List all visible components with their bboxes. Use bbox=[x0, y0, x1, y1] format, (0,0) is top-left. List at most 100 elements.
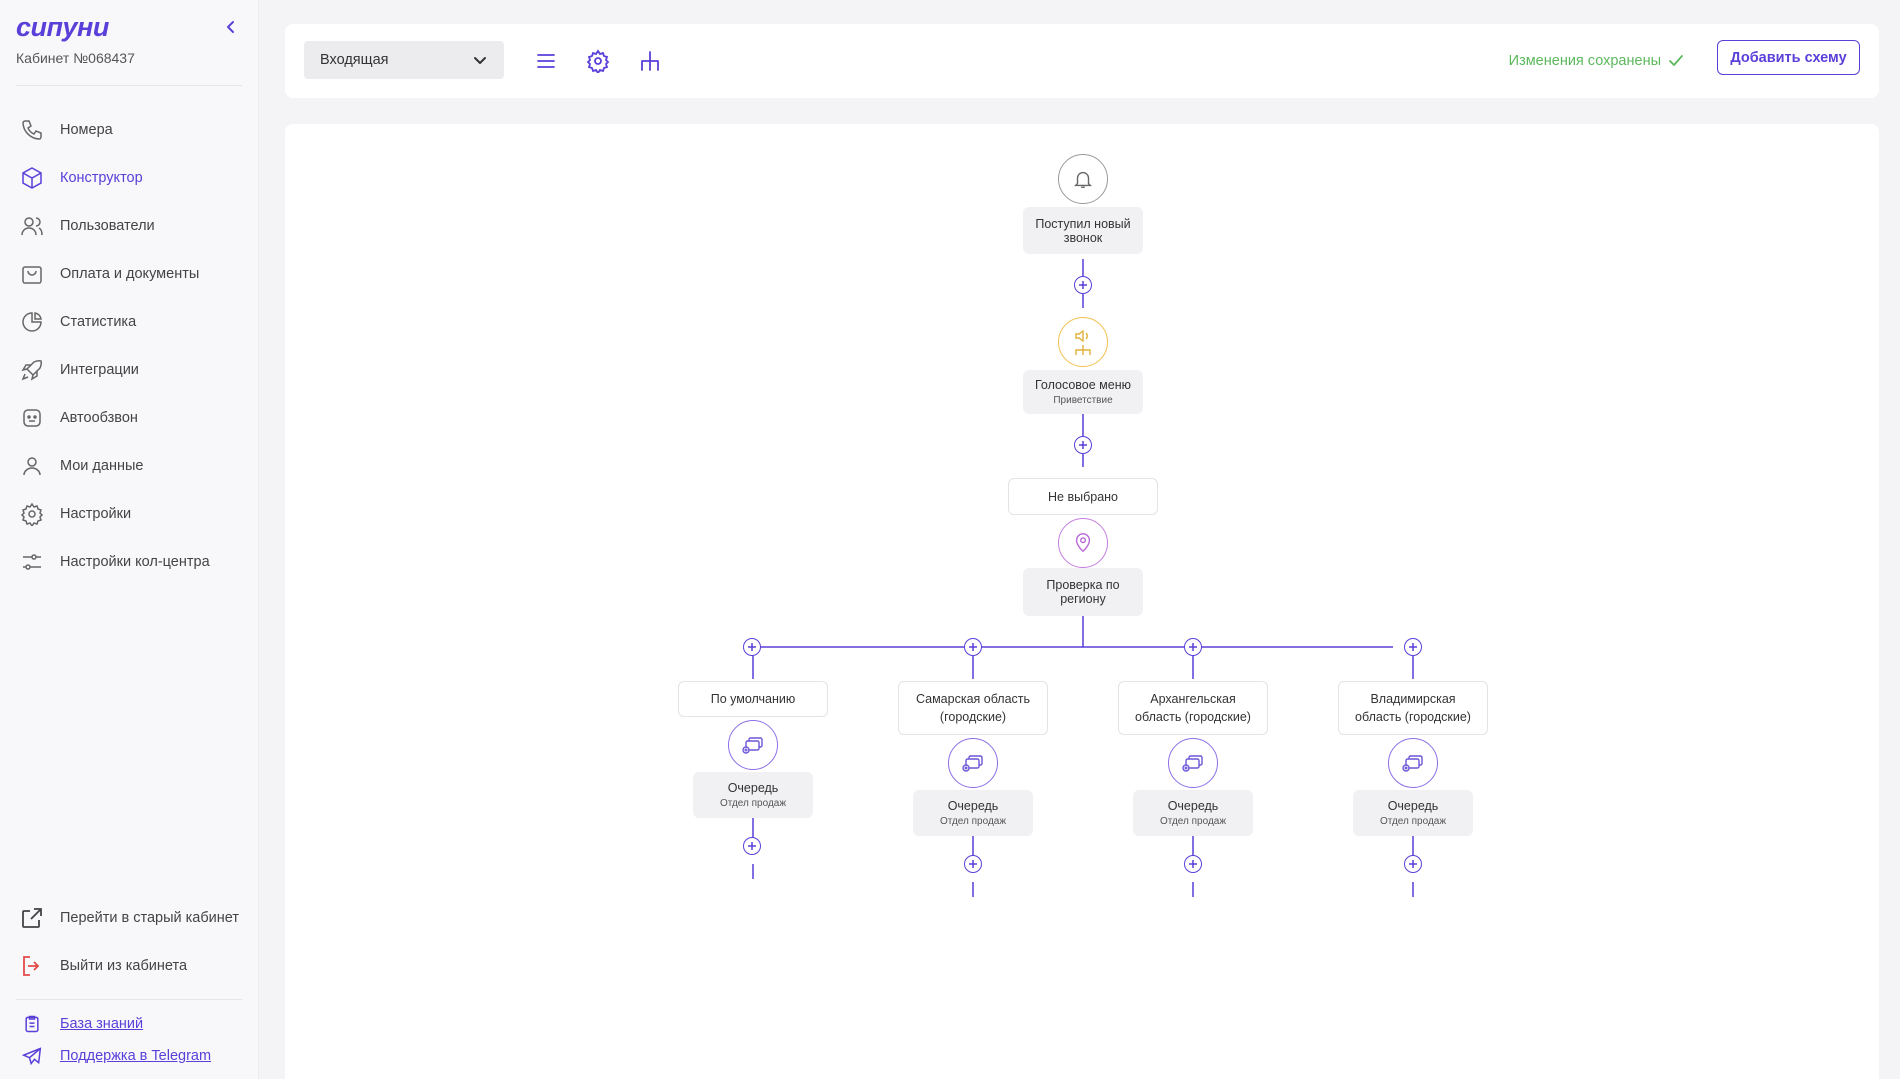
speaker-icon bbox=[1075, 329, 1091, 355]
scheme-select[interactable]: Входящая bbox=[304, 41, 504, 79]
add-node-plus-icon[interactable] bbox=[743, 837, 761, 855]
sidebar-item-label: Автообзвон bbox=[60, 410, 138, 426]
queue-node-title: Очередь bbox=[727, 781, 779, 795]
queue-icon bbox=[742, 737, 763, 754]
branch-label-samara[interactable]: Самарская область (городские) bbox=[898, 681, 1048, 735]
pie-chart-icon bbox=[22, 312, 42, 332]
queue-node-icon[interactable] bbox=[728, 720, 778, 770]
telegram-support-link[interactable]: Поддержка в Telegram bbox=[0, 1042, 281, 1070]
start-node-title: Поступил новый звонок bbox=[1035, 216, 1131, 245]
sidebar-item-autodial[interactable]: Автообзвон bbox=[0, 394, 259, 442]
queue-node[interactable]: Очередь Отдел продаж bbox=[693, 772, 813, 818]
scheme-canvas[interactable]: Поступил новый звонок Голосовое меню При… bbox=[285, 124, 1879, 1079]
logout-button[interactable]: Выйти из кабинета bbox=[0, 946, 279, 986]
sidebar-item-numbers[interactable]: Номера bbox=[0, 106, 259, 154]
queue-node[interactable]: Очередь Отдел продаж bbox=[1133, 790, 1253, 836]
queue-node[interactable]: Очередь Отдел продаж bbox=[1353, 790, 1473, 836]
tree-view-icon[interactable] bbox=[638, 49, 662, 73]
queue-node[interactable]: Очередь Отдел продаж bbox=[913, 790, 1033, 836]
external-link-icon bbox=[22, 908, 42, 928]
sidebar-item-label: Номера bbox=[60, 122, 113, 138]
logout-label: Выйти из кабинета bbox=[60, 958, 188, 974]
location-pin-icon bbox=[1075, 533, 1091, 553]
sidebar-item-label: Интеграции bbox=[60, 362, 139, 378]
old-cabinet-link[interactable]: Перейти в старый кабинет bbox=[0, 898, 279, 938]
queue-icon bbox=[1402, 755, 1423, 772]
sidebar-item-payments[interactable]: Оплата и документы bbox=[0, 250, 259, 298]
telegram-support-label: Поддержка в Telegram bbox=[60, 1048, 212, 1064]
add-branch-plus-icon[interactable] bbox=[1184, 638, 1202, 656]
old-cabinet-label: Перейти в старый кабинет bbox=[60, 910, 239, 926]
branch-label-text: Самарская область (городские) bbox=[915, 692, 1031, 724]
sidebar-item-constructor[interactable]: Конструктор bbox=[0, 154, 259, 202]
queue-node-subtitle: Отдел продаж bbox=[719, 798, 787, 809]
users-icon bbox=[21, 217, 43, 236]
knowledge-base-link[interactable]: База знаний bbox=[0, 1010, 281, 1038]
sidebar-item-label: Конструктор bbox=[60, 170, 143, 186]
add-node-plus-icon[interactable] bbox=[1074, 276, 1092, 294]
bag-icon bbox=[22, 266, 42, 284]
sidebar-item-label: Пользователи bbox=[60, 218, 155, 234]
chevron-down-icon bbox=[474, 57, 486, 64]
clipboard-icon bbox=[25, 1015, 39, 1033]
sidebar-item-statistics[interactable]: Статистика bbox=[0, 298, 259, 346]
sidebar-item-label: Оплата и документы bbox=[60, 266, 200, 282]
scheme-select-value: Входящая bbox=[320, 52, 389, 68]
sidebar-divider bbox=[16, 85, 242, 86]
region-node-icon[interactable] bbox=[1058, 518, 1108, 568]
ivr-node[interactable]: Голосовое меню Приветствие bbox=[1023, 370, 1143, 414]
sidebar-item-label: Статистика bbox=[60, 314, 137, 330]
collapse-sidebar-icon[interactable] bbox=[222, 18, 240, 36]
ivr-node-icon[interactable] bbox=[1058, 317, 1108, 367]
check-icon bbox=[1669, 55, 1683, 66]
add-node-plus-icon[interactable] bbox=[1404, 855, 1422, 873]
logout-icon bbox=[23, 956, 40, 976]
queue-icon bbox=[1182, 755, 1203, 772]
saved-status-label: Изменения сохранены bbox=[1508, 53, 1661, 69]
add-scheme-button[interactable]: Добавить схему bbox=[1717, 40, 1860, 75]
sidebar-item-callcenter-settings[interactable]: Настройки кол-центра bbox=[0, 538, 259, 586]
cube-icon bbox=[22, 167, 42, 189]
region-node[interactable]: Проверка по региону bbox=[1023, 568, 1143, 616]
gear-icon bbox=[20, 502, 44, 526]
sidebar-item-integrations[interactable]: Интеграции bbox=[0, 346, 259, 394]
add-node-plus-icon[interactable] bbox=[1074, 436, 1092, 454]
sidebar-item-settings[interactable]: Настройки bbox=[0, 490, 259, 538]
sidebar-item-my-data[interactable]: Мои данные bbox=[0, 442, 259, 490]
ivr-option-label[interactable]: Не выбрано bbox=[1008, 478, 1158, 515]
logo[interactable]: сипуни bbox=[16, 12, 109, 42]
telegram-icon bbox=[22, 1047, 42, 1066]
sidebar-item-users[interactable]: Пользователи bbox=[0, 202, 259, 250]
queue-node-icon[interactable] bbox=[1388, 738, 1438, 788]
add-branch-plus-icon[interactable] bbox=[743, 638, 761, 656]
branch-label-arkhangelsk[interactable]: Архангельская область (городские) bbox=[1118, 681, 1268, 735]
queue-node-icon[interactable] bbox=[1168, 738, 1218, 788]
add-node-plus-icon[interactable] bbox=[964, 855, 982, 873]
saved-status: Изменения сохранены bbox=[1509, 52, 1685, 70]
start-node[interactable]: Поступил новый звонок bbox=[1023, 207, 1143, 254]
list-view-icon[interactable] bbox=[534, 49, 558, 73]
sidebar: сипуни Кабинет №068437 Номера Конструкто… bbox=[0, 0, 259, 1079]
queue-node-subtitle: Отдел продаж bbox=[1159, 816, 1227, 827]
queue-node-title: Очередь bbox=[1387, 799, 1439, 813]
sidebar-item-label: Настройки bbox=[60, 506, 132, 522]
sidebar-item-label: Мои данные bbox=[60, 458, 144, 474]
add-branch-plus-icon[interactable] bbox=[1404, 638, 1422, 656]
sidebar-item-label: Настройки кол-центра bbox=[60, 554, 210, 570]
branch-label-vladimir[interactable]: Владимирская область (городские) bbox=[1338, 681, 1488, 735]
toolbar: Входящая Изменения сохранены Добавить сх… bbox=[285, 24, 1879, 98]
start-node-icon[interactable] bbox=[1058, 154, 1108, 204]
add-branch-plus-icon[interactable] bbox=[964, 638, 982, 656]
phone-icon bbox=[22, 120, 42, 140]
queue-node-subtitle: Отдел продаж bbox=[939, 816, 1007, 827]
region-node-title: Проверка по региону bbox=[1046, 578, 1120, 606]
ivr-node-subtitle: Приветствие bbox=[1053, 395, 1113, 406]
settings-gear-icon[interactable] bbox=[586, 49, 610, 73]
queue-node-icon[interactable] bbox=[948, 738, 998, 788]
bell-icon bbox=[1074, 171, 1092, 188]
queue-node-title: Очередь bbox=[947, 799, 999, 813]
sidebar-divider bbox=[16, 999, 242, 1000]
queue-icon bbox=[962, 755, 983, 772]
branch-label-default[interactable]: По умолчанию bbox=[678, 681, 828, 717]
add-node-plus-icon[interactable] bbox=[1184, 855, 1202, 873]
